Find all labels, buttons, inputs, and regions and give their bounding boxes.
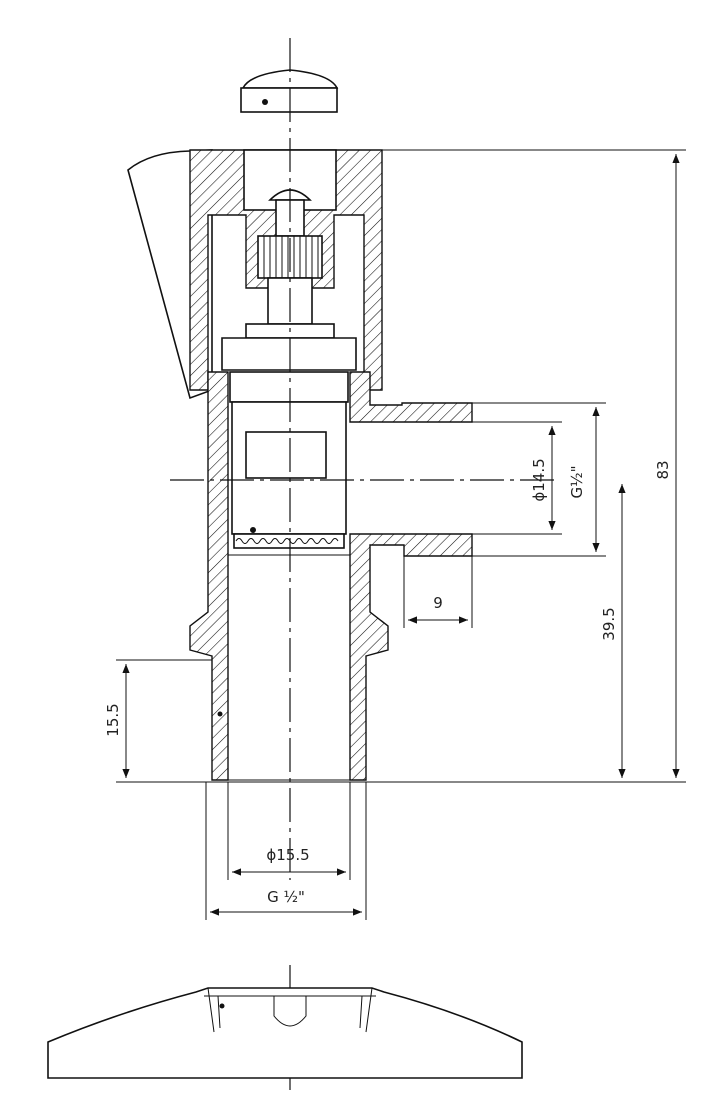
extension-lines — [116, 149, 686, 920]
dim-bottom-bore: ϕ15.5 — [266, 846, 309, 864]
top-cap — [240, 69, 339, 113]
dim-side-thread-length: 9 — [433, 594, 443, 612]
dim-side-thread: G½" — [568, 465, 586, 498]
valve-body-section — [189, 371, 473, 781]
escutcheon-plate — [47, 987, 523, 1079]
dim-side-bore: ϕ14.5 — [530, 458, 548, 501]
dim-thread-length: 15.5 — [104, 703, 122, 736]
dim-outlet-height: 39.5 — [600, 607, 618, 640]
dim-bottom-thread: G ½" — [267, 888, 305, 906]
dimension-lines — [122, 154, 680, 916]
dim-overall-height: 83 — [654, 460, 672, 479]
spindle-head — [221, 199, 357, 371]
